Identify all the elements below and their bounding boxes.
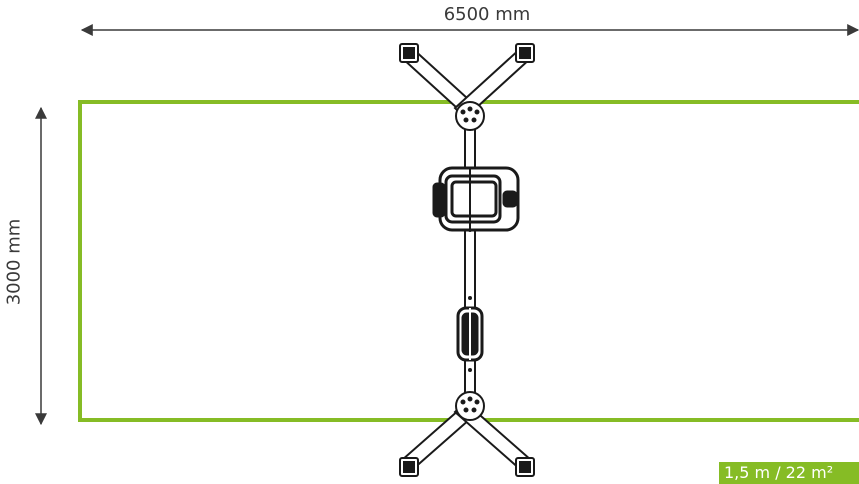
area-badge: 1,5 m / 22 m² <box>719 462 859 484</box>
top-connector <box>455 101 485 131</box>
swing-frame <box>399 43 535 477</box>
width-dimension-label: 6500 mm <box>443 4 531 25</box>
flat-seat <box>456 306 484 362</box>
height-dimension-label: 3000 mm <box>3 218 25 306</box>
cradle-seat <box>432 166 520 232</box>
top-beam <box>464 115 476 407</box>
foot-plates <box>399 43 535 477</box>
bottom-connector <box>455 391 485 421</box>
